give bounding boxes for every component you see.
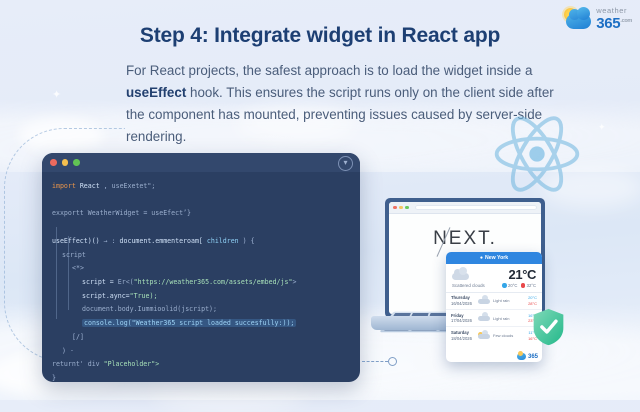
code-line: [/]: [72, 332, 84, 341]
page-description: For React projects, the safest approach …: [126, 60, 558, 148]
sun-cloud-logo-icon: [562, 6, 592, 30]
close-button[interactable]: [50, 159, 57, 166]
widget-description: Scattered clouds: [452, 283, 485, 289]
browser-close-button[interactable]: [393, 205, 397, 210]
green-shield-check-icon: [532, 308, 565, 346]
code-editor-titlebar: ▾: [42, 153, 360, 172]
browser-maximize-button[interactable]: [405, 205, 409, 210]
browser-titlebar: [389, 202, 541, 214]
code-line-highlighted: console.log("Weather365 script loaded su…: [52, 318, 350, 328]
cloud-icon: [566, 6, 592, 29]
code-editor-window[interactable]: ▾ import React , useExetet"; exxportt We…: [42, 153, 360, 382]
widget-description-row: Scattered clouds 20°C 32°C: [446, 283, 542, 293]
widget-temp-badges: 20°C 32°C: [502, 283, 536, 289]
code-line: import React , useExetet";: [52, 182, 156, 190]
widget-location-label: New York: [484, 255, 509, 261]
indent-guide-1: [56, 227, 57, 319]
code-line: document.body.Iummioolid(jscript);: [82, 305, 217, 314]
description-part-1: For React projects, the safest approach …: [126, 63, 533, 78]
code-line: script: [62, 250, 86, 259]
code-console-log: console.log("Weather365 script loaded su…: [82, 319, 297, 328]
browser-url-bar[interactable]: [415, 205, 537, 210]
cloud-icon: [452, 267, 469, 280]
code-line: }: [52, 374, 56, 382]
chevron-down-icon[interactable]: ▾: [338, 156, 353, 171]
widget-current-temp: 21°C: [508, 267, 537, 282]
code-line: script = Er<("https://weather365.com/ass…: [82, 278, 297, 287]
rain-icon: [478, 294, 490, 305]
react-atom-icon: [489, 106, 585, 202]
description-keyword: useEffect: [126, 85, 187, 100]
page-title: Step 4: Integrate widget in React app: [139, 24, 501, 47]
dashed-connector-line: [362, 361, 388, 363]
forecast-label: Light rain: [493, 298, 510, 304]
brand-logo: weather 365.com: [562, 6, 632, 31]
code-line: useEffect)() → : document.emmenteroam[ c…: [52, 236, 255, 245]
description-part-2: hook. This ensures the script runs only …: [126, 85, 554, 144]
forecast-label: Light rain: [493, 315, 510, 321]
code-line: exxportt WeatherWidget = useEfect’}: [52, 209, 191, 218]
code-line-blank: [52, 222, 350, 232]
sun-cloud-logo-icon: [517, 351, 527, 360]
rain-icon: [478, 312, 490, 322]
widget-current-conditions: 21°C: [446, 264, 542, 283]
brand-wordmark: weather 365.com: [596, 7, 632, 31]
code-line: ) ·: [62, 346, 74, 355]
site-logo: NEXT.: [433, 228, 497, 249]
sparkle-icon-2: ✦: [598, 122, 606, 132]
forecast-label: Few clouds: [493, 333, 514, 339]
indent-guide-2: [68, 236, 69, 310]
widget-footer-brand-label: 365: [527, 353, 538, 360]
browser-minimize-button[interactable]: [399, 205, 403, 210]
widget-high-badge: 32°C: [520, 283, 536, 288]
weather-widget[interactable]: ● New York 21°C Scattered clouds 20°C 32…: [446, 252, 542, 362]
maximize-button[interactable]: [73, 159, 80, 166]
sun-cloud-icon: [478, 329, 490, 340]
brand-word-tld: .com: [620, 17, 632, 24]
connector-endpoint-circle: [388, 357, 397, 366]
map-pin-icon: ●: [479, 255, 483, 261]
widget-footer-brand: 365: [517, 351, 538, 360]
code-line-blank: [52, 195, 350, 205]
brand-word-weather: weather: [596, 6, 628, 15]
code-line: <*>: [72, 264, 84, 273]
brand-word-365: 365.com: [596, 14, 632, 32]
minimize-button[interactable]: [61, 159, 68, 166]
sparkle-icon-1: ✦: [52, 89, 62, 101]
widget-low-badge: 20°C: [502, 283, 517, 288]
code-line: script.aync="True);: [82, 291, 158, 300]
widget-location-header[interactable]: ● New York: [446, 252, 542, 264]
code-editor-body[interactable]: import React , useExetet"; exxportt Weat…: [42, 172, 360, 382]
code-line: returnt' div "Placeholder">: [52, 360, 160, 369]
